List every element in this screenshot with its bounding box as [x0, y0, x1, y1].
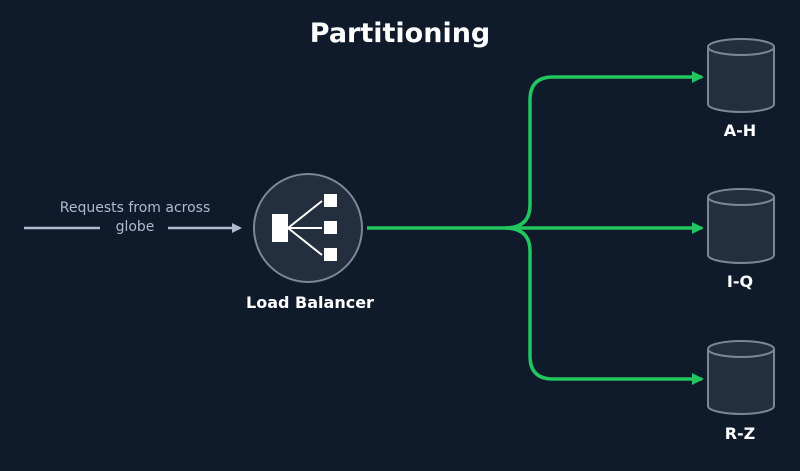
load-balancer-icon: [272, 194, 337, 261]
database-icon: [707, 340, 775, 415]
database-icon: [707, 38, 775, 113]
database-icon: [707, 188, 775, 264]
routing-arrows: [367, 71, 704, 385]
route-to-a-h: [504, 71, 704, 230]
requests-label: Requests from across globe: [59, 200, 211, 235]
load-balancer-label: Load Balancer: [246, 293, 374, 312]
partition-label-a-h: A-H: [723, 121, 757, 140]
partition-label-i-q: I-Q: [726, 272, 754, 291]
partition-label-r-z: R-Z: [724, 424, 756, 443]
diagram-title: Partitioning: [309, 18, 491, 49]
route-to-r-z: [504, 226, 704, 385]
load-balancer-node: [253, 173, 363, 283]
